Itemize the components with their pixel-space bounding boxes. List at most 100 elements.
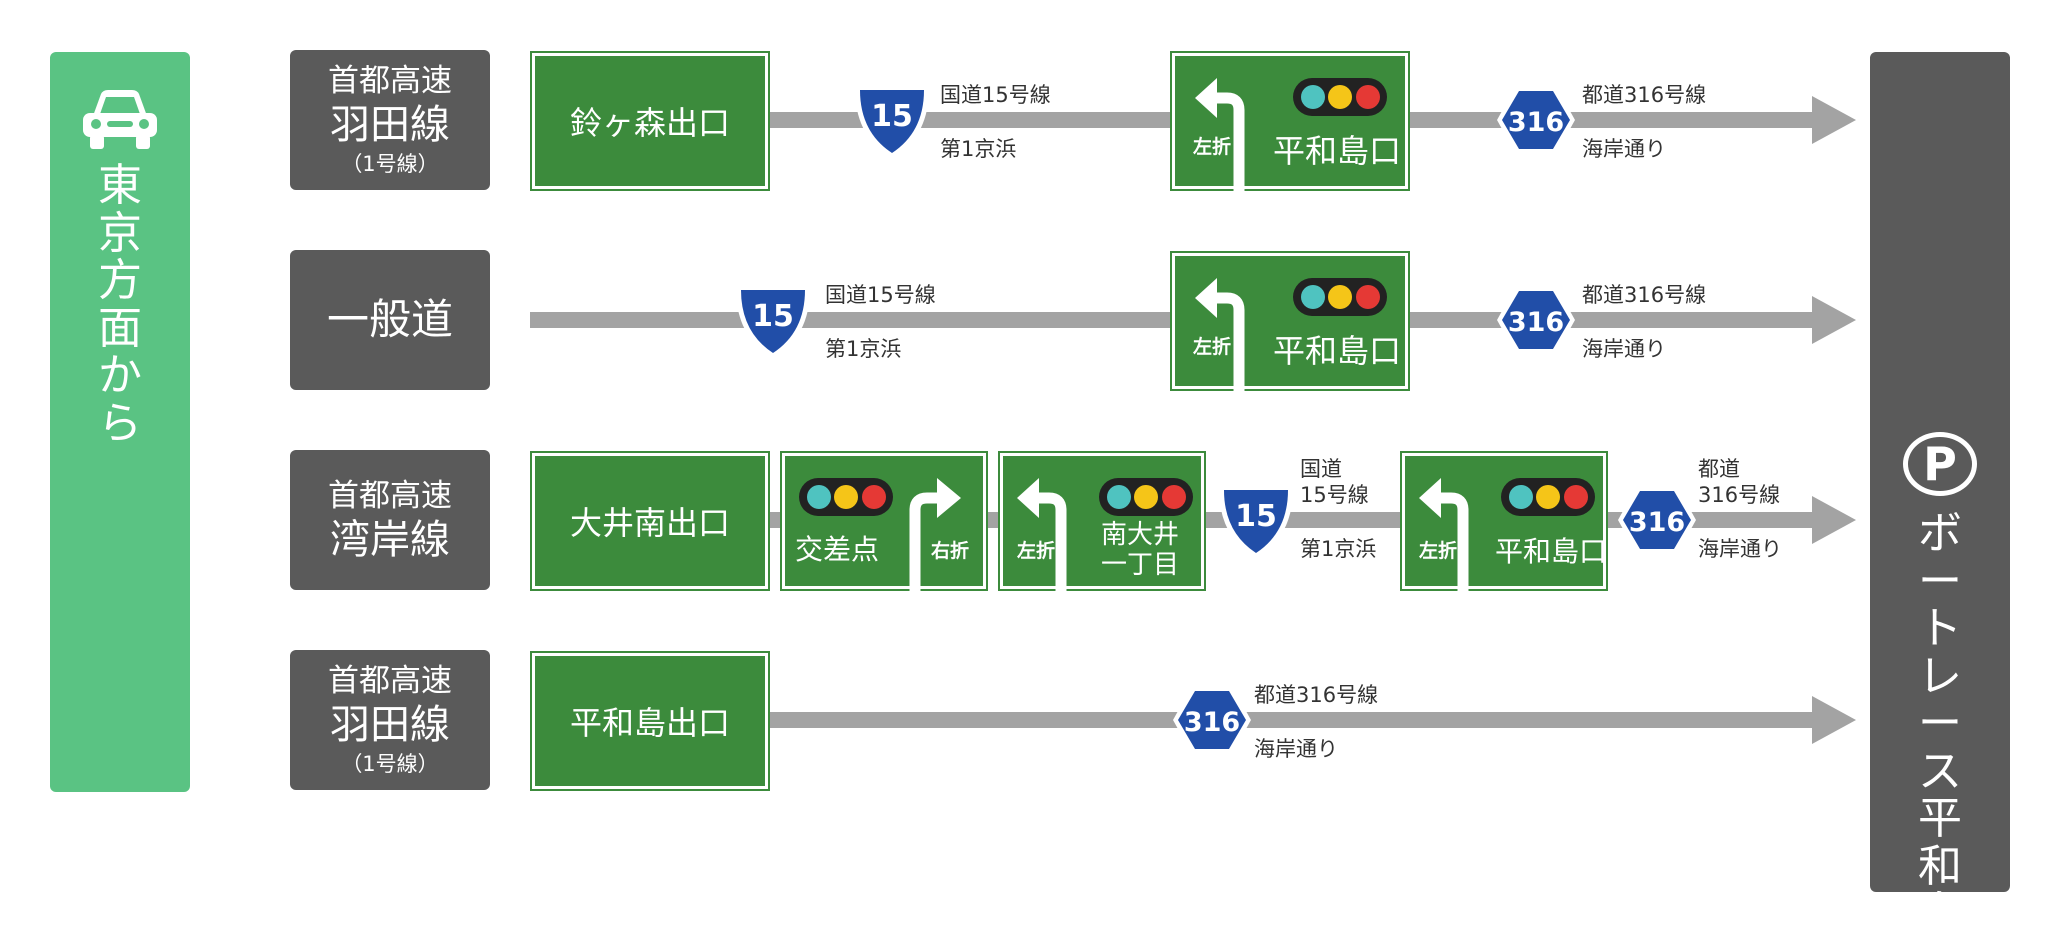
route-15-name-line1: 国道 (1300, 457, 1342, 481)
route-label-line1: 首都高速 (328, 663, 452, 699)
route-15-alias: 第1京浜 (825, 337, 902, 361)
route-15-shield-icon: 15 (854, 86, 930, 159)
destination-char: ト (1918, 603, 1962, 655)
left-turn-arrow-icon (1017, 478, 1067, 594)
turn-destination-label: 平和島口 (1273, 132, 1402, 170)
origin-char: か (98, 350, 142, 402)
turn-destination-line2: 一丁目 (1101, 550, 1180, 580)
route-316-alias: 海岸通り (1582, 137, 1666, 161)
route-label-line2: 羽田線 (330, 702, 450, 748)
exit-label: 平和島出口 (569, 704, 730, 742)
turn-direction-label: 左折 (1419, 540, 1458, 562)
road-arrowhead (1812, 96, 1856, 144)
turn-direction-label: 左折 (1193, 136, 1232, 158)
turn-destination-label: 平和島口 (1495, 535, 1608, 568)
route-316-name: 都道316号線 (1254, 683, 1379, 707)
route-label-line1: 首都高速 (328, 63, 452, 99)
route-15-shield-icon: 15 (735, 286, 811, 359)
exit-sign: 鈴ヶ森出口 (532, 53, 768, 189)
traffic-light-icon (1501, 478, 1595, 516)
right-turn-arrow-icon (909, 478, 961, 594)
destination-char: 島 (1918, 888, 1962, 939)
route-label-box: 首都高速 羽田線 （1号線） (290, 650, 490, 790)
route-15-alias: 第1京浜 (1300, 537, 1377, 561)
destination-char: ー (1918, 698, 1962, 750)
exit-label: 鈴ヶ森出口 (569, 104, 730, 142)
destination-char: ー (1918, 555, 1962, 607)
route-15-shield-icon: 15 (1218, 486, 1294, 559)
exit-sign: 大井南出口 (532, 453, 768, 589)
road-arrowhead (1812, 496, 1856, 544)
route-316-number: 316 (1508, 107, 1564, 138)
route-316-shield-icon: 316 (1618, 486, 1696, 554)
route-label-line3: （1号線） (341, 752, 439, 776)
left-turn-sign: 左折 南大井 一丁目 (1000, 453, 1204, 594)
route-316-alias: 海岸通り (1582, 337, 1666, 361)
route-316-number: 316 (1629, 507, 1685, 538)
route-label-line2: 湾岸線 (330, 517, 450, 563)
turn-destination-line1: 南大井 (1101, 520, 1180, 550)
route-15-number: 15 (1235, 499, 1277, 534)
route-316-alias: 海岸通り (1254, 737, 1338, 761)
left-turn-sign: 左折 平和島口 (1172, 53, 1408, 194)
parking-icon: P (1903, 432, 1977, 496)
left-turn-arrow-icon (1195, 278, 1245, 394)
left-turn-arrow-icon (1419, 478, 1469, 594)
turn-direction-label: 左折 (1193, 336, 1232, 358)
route-label-box: 首都高速 湾岸線 (290, 450, 490, 590)
turn-destination-label: 南大井 一丁目 (1101, 520, 1179, 580)
route-316-name: 都道316号線 (1582, 283, 1707, 307)
destination-bar: P ボ ー ト レ ー ス 平 和 島 (1870, 52, 2010, 937)
route-label-line3: （1号線） (341, 152, 439, 176)
route-label-line2: 羽田線 (330, 102, 450, 148)
route-15-number: 15 (752, 299, 794, 334)
origin-char: 東 (98, 160, 142, 211)
route-15-name: 国道15号線 (825, 283, 936, 307)
origin-char: 京 (98, 207, 142, 259)
destination-char: レ (1918, 650, 1962, 702)
traffic-light-icon (1293, 278, 1387, 316)
left-turn-sign: 左折 平和島口 (1172, 253, 1408, 394)
route-316-alias: 海岸通り (1698, 537, 1782, 561)
route-label-line1: 首都高速 (328, 478, 452, 514)
origin-char: 面 (98, 302, 142, 354)
destination-char: ボ (1918, 508, 1962, 559)
turn-direction-label: 左折 (1017, 540, 1056, 562)
origin-char: 方 (98, 255, 142, 307)
destination-char: ス (1918, 745, 1962, 797)
turn-destination-label: 交差点 (795, 533, 880, 566)
route-316-number: 316 (1508, 307, 1564, 338)
route-15-alias: 第1京浜 (940, 137, 1017, 161)
origin-bar: 東 京 方 面 か ら (50, 52, 190, 792)
route-316-shield-icon: 316 (1173, 686, 1251, 754)
exit-label: 大井南出口 (569, 504, 730, 542)
route-316-shield-icon: 316 (1497, 286, 1575, 354)
traffic-light-icon (799, 478, 893, 516)
route-label-box: 一般道 (290, 250, 490, 390)
route-label-line1: 一般道 (326, 295, 453, 344)
exit-sign: 平和島出口 (532, 653, 768, 789)
route-label-box: 首都高速 羽田線 （1号線） (290, 50, 490, 190)
origin-char: ら (98, 397, 142, 449)
traffic-light-icon (1293, 78, 1387, 116)
road-arrowhead (1812, 696, 1856, 744)
route-15-name: 国道15号線 (940, 83, 1051, 107)
left-turn-arrow-icon (1195, 78, 1245, 194)
route-316-name-line1: 都道 (1698, 457, 1740, 481)
route-316-name: 都道316号線 (1582, 83, 1707, 107)
route-15-name-line2: 15号線 (1300, 483, 1369, 507)
destination-char: 和 (1918, 840, 1962, 892)
route-316-shield-icon: 316 (1497, 86, 1575, 154)
destination-char: 平 (1918, 793, 1962, 845)
route-316-name-line2: 316号線 (1698, 483, 1781, 507)
left-turn-sign: 左折 平和島口 (1402, 453, 1608, 594)
route-15-number: 15 (871, 99, 913, 134)
road-arrowhead (1812, 296, 1856, 344)
turn-direction-label: 右折 (931, 540, 970, 562)
route-316-number: 316 (1184, 707, 1240, 738)
right-turn-sign: 交差点 右折 (782, 453, 986, 594)
origin-label: 東 京 方 面 か ら (98, 162, 142, 447)
car-icon (83, 90, 157, 149)
destination-label: ボ ー ト レ ー ス 平 和 島 (1918, 510, 1962, 938)
traffic-light-icon (1099, 478, 1193, 516)
